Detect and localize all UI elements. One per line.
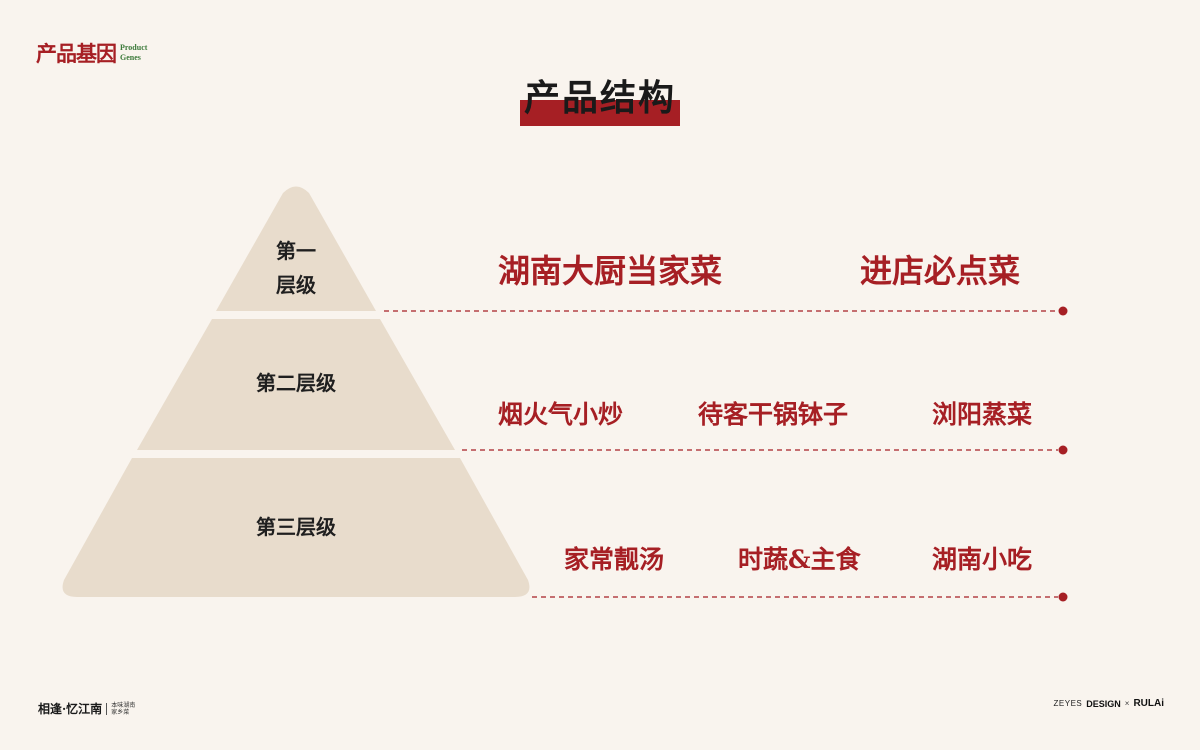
tier-2-item-3: 浏阳蒸菜	[932, 400, 1033, 429]
footer-left-brand: 相逢·忆江南	[38, 702, 103, 716]
tier-3-item-2: 时蔬&主食	[738, 545, 861, 574]
tier-3-label: 第三层级	[256, 515, 336, 539]
tier-2-item-2: 待客干锅钵子	[698, 400, 849, 429]
footer-left-tagline: 本味湖南 家乡菜	[111, 702, 139, 716]
title-highlight-bar	[519, 100, 680, 126]
page-title: 产品结构	[519, 76, 680, 126]
tier-3-divider-dot	[1058, 592, 1068, 602]
tier-1-label-line1: 第一	[276, 239, 316, 263]
pyramid-tier-3	[62, 458, 530, 597]
tier-1-label: 第一 层级	[256, 234, 336, 302]
tier-2-divider-dot	[1058, 445, 1068, 455]
tier-3-item-1: 家常靓汤	[564, 545, 665, 574]
tier-2-item-1: 烟火气小炒	[498, 400, 624, 429]
footer-left-tagline-line2: 家乡菜	[111, 708, 130, 716]
footer-right-logo: ZEYES DESIGN × RULAi	[1054, 698, 1164, 709]
tier-1-item-1: 湖南大厨当家菜	[498, 252, 723, 290]
footer-left-separator	[106, 702, 108, 715]
pyramid-tier-1	[216, 186, 376, 311]
pyramid-tier-2	[137, 319, 455, 450]
tier-1-item-2: 进店必点菜	[860, 252, 1021, 290]
footer-left-logo: 相逢·忆江南 本味湖南 家乡菜	[38, 700, 139, 717]
corner-title: 产品基因	[36, 41, 117, 66]
corner-subtitle: Product Genes	[120, 43, 147, 63]
tier-2-label: 第二层级	[256, 371, 336, 395]
title-wrap: 产品结构	[0, 76, 1200, 126]
footer-right-separator: ×	[1124, 699, 1130, 708]
page-title-text: 产品结构	[523, 77, 676, 119]
footer-right-brand-a: ZEYES	[1053, 699, 1083, 708]
footer-left-tagline-line1: 本味湖南	[111, 701, 136, 709]
corner-subtitle-line1: Product	[120, 43, 148, 52]
tier-1-label-line2: 层级	[276, 273, 316, 297]
footer-right-brand-b: DESIGN	[1086, 698, 1121, 709]
tier-3-item-3: 湖南小吃	[932, 545, 1033, 574]
footer-right-brand-c: RULAi	[1133, 698, 1164, 709]
corner-logo: 产品基因 Product Genes	[36, 38, 147, 68]
tier-1-divider-dot	[1058, 306, 1068, 316]
corner-subtitle-line2: Genes	[120, 53, 141, 62]
